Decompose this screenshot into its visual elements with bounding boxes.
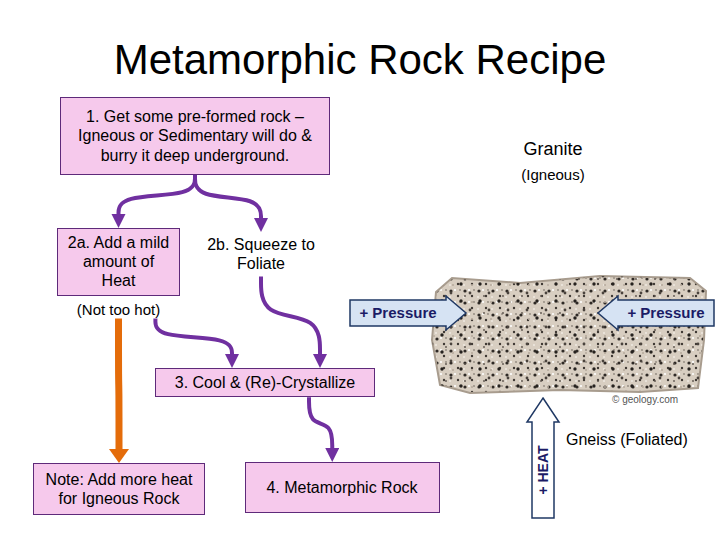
result-box: 4. Metamorphic Rock [245,462,440,513]
flow-arrow [309,397,332,450]
pressure-arrow: + Pressure [598,296,714,330]
pressure-arrow: + Pressure [350,296,466,330]
step-note: (Not too hot) [77,301,160,319]
step-label: 2b. Squeeze to Foliate [203,235,319,273]
step-box-frame: 2a. Add a mild amount of Heat [57,228,180,296]
rock-body [432,276,706,393]
rock-type: (Igneous) [521,166,584,184]
step-label: + Pressure [359,304,436,322]
step-label: 4. Metamorphic Rock [266,478,417,497]
rock-name: Granite [523,139,582,161]
step-label: 1. Get some pre-formed rock – Igneous or… [67,107,323,165]
watermark: © geology.com [612,394,678,406]
arrow-shape [350,296,466,330]
rock-texture [432,276,706,393]
step-label: 3. Cool & (Re)-Crystallize [175,373,355,392]
page-title: Metamorphic Rock Recipe [0,36,720,84]
note-box: Note: Add more heat for Igneous Rock [33,463,205,515]
flow-arrow [115,319,123,451]
arrow-shape [598,296,714,330]
step-label: Note: Add more heat for Igneous Rock [40,470,198,508]
flow-arrow [195,175,261,220]
step-label: 2a. Add a mild amount of Heat [64,233,173,291]
step-box: 2a. Add a mild amount of Heat (Not too ho… [57,228,180,319]
rock-name: Gneiss (Foliated) [566,430,688,449]
step-label: + Pressure [627,304,704,322]
step-box: 3. Cool & (Re)-Crystallize [155,368,375,397]
step-box: 1. Get some pre-formed rock – Igneous or… [60,97,330,175]
flow-arrow [155,319,232,356]
step-text: 2b. Squeeze to Foliate [200,232,322,276]
arrow-shape [527,398,559,518]
flow-arrow [261,276,320,356]
step-label: + HEAT [535,445,552,494]
flow-arrow [119,175,196,216]
heat-arrow: + HEAT [527,398,559,518]
